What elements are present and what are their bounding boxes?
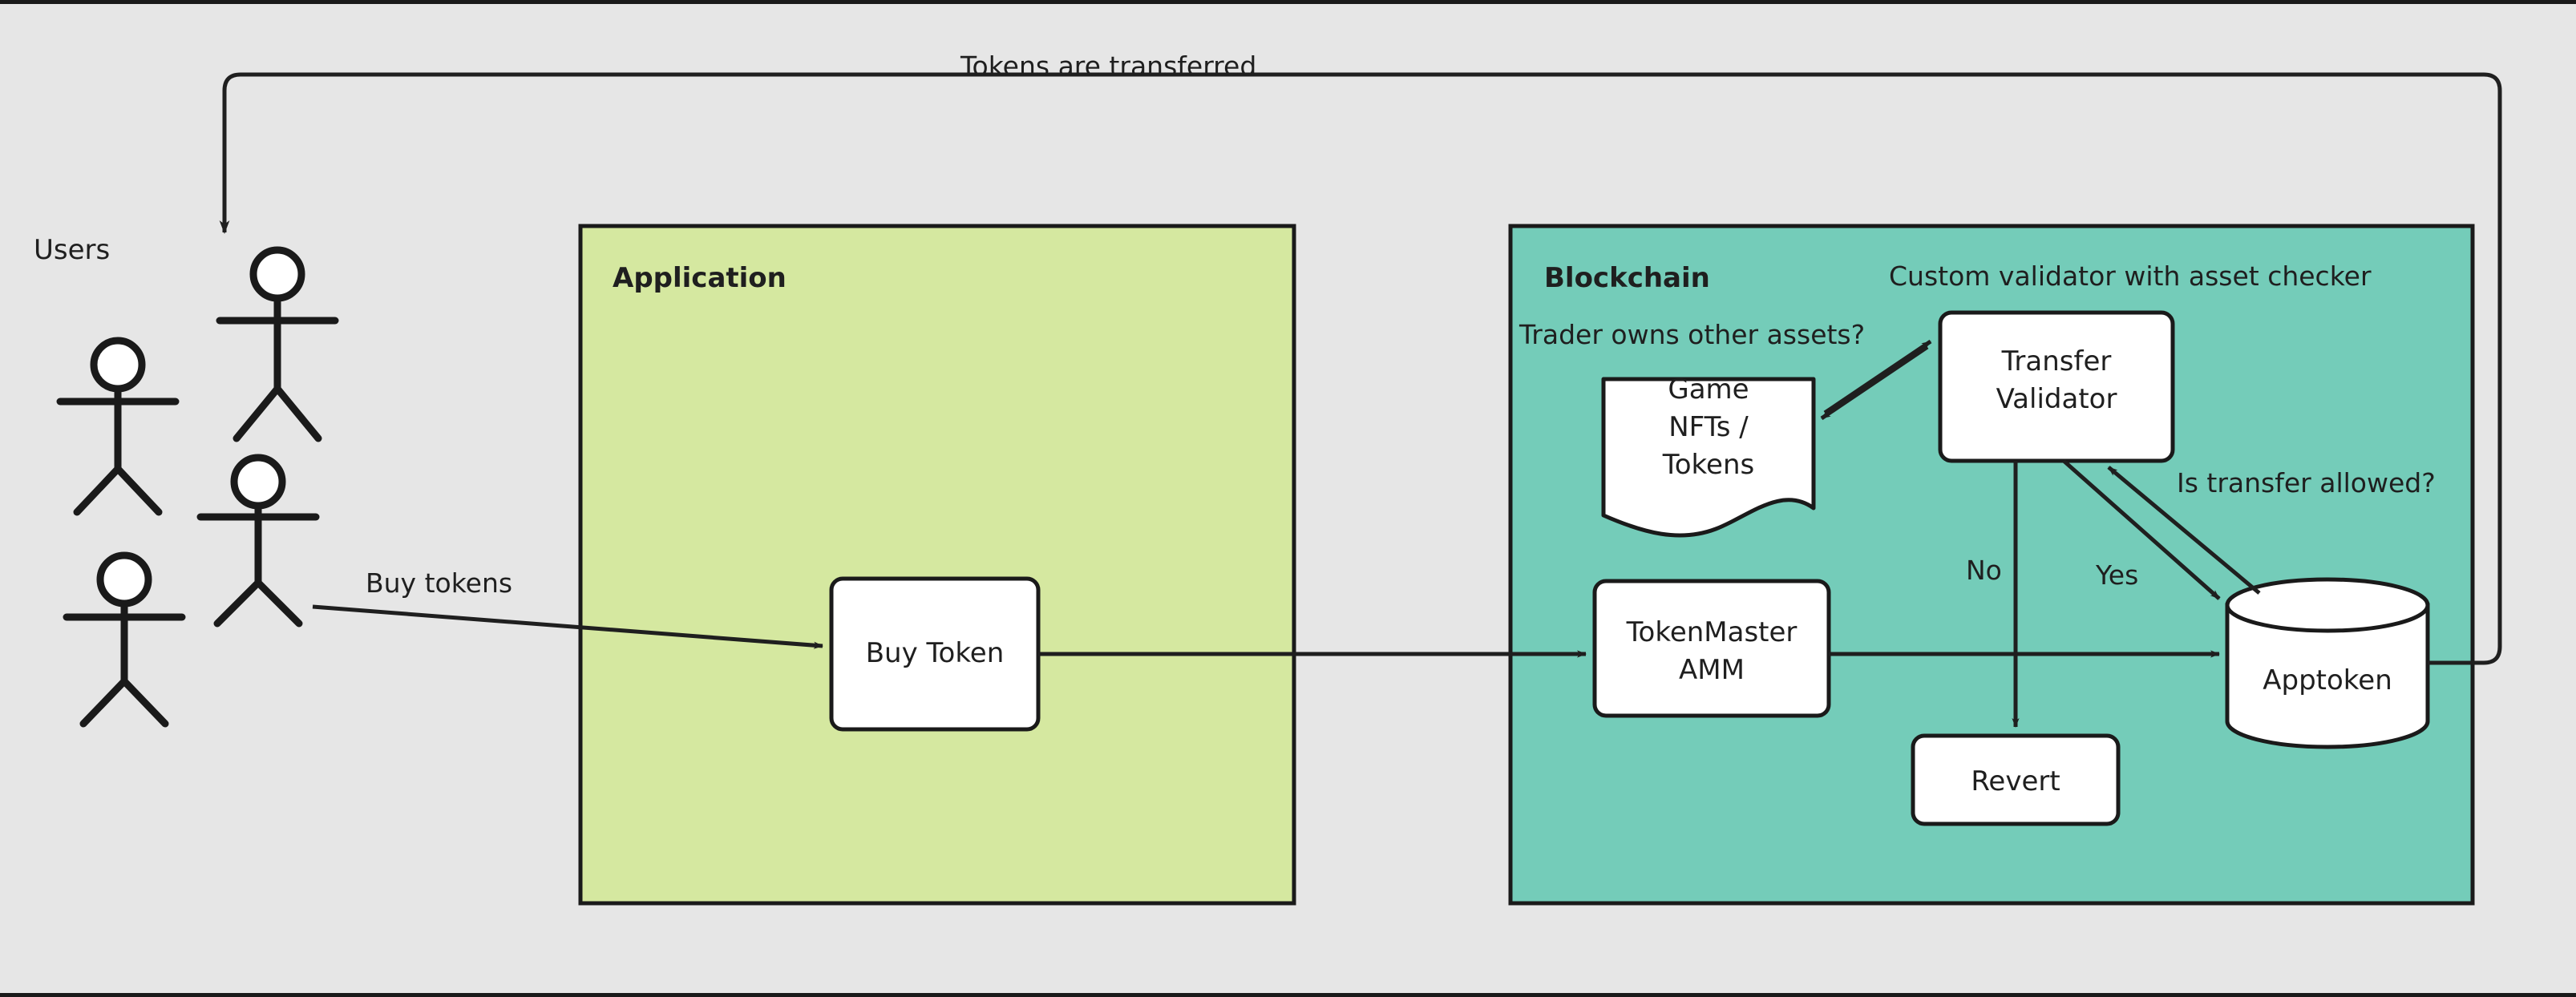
- group-title-application: Application: [613, 262, 787, 294]
- edge-tokens-are-transferred: [219, 72, 2502, 665]
- edge-label-custom-validator-with-asset-checker: Custom validator with asset checker: [1889, 260, 2372, 292]
- node-transfer-validator[interactable]: [1938, 310, 2175, 463]
- edge-yes-to-apptoken: [2062, 459, 2221, 600]
- node-revert[interactable]: [1911, 733, 2121, 826]
- actor-user-3: [196, 454, 320, 628]
- group-application: [578, 224, 1296, 906]
- edge-label-buy-tokens: Buy tokens: [366, 567, 513, 599]
- edge-assets-validator: [1820, 339, 1932, 421]
- node-label-game-nfts-tokens-line3: Tokens: [1662, 449, 1755, 481]
- actor-group-label-users: Users: [34, 234, 111, 266]
- node-label-tokenmaster-amm-line1: TokenMaster: [1626, 616, 1798, 648]
- node-label-revert: Revert: [1971, 765, 2060, 797]
- node-apptoken[interactable]: [2225, 577, 2430, 749]
- group-title-blockchain: Blockchain: [1544, 262, 1710, 294]
- node-label-transfer-validator-line1: Transfer: [2001, 345, 2112, 377]
- actor-user-4: [63, 551, 186, 728]
- edge-label-is-transfer-allowed: Is transfer allowed?: [2177, 467, 2436, 498]
- node-game-nfts-tokens[interactable]: [1601, 377, 1816, 538]
- node-label-game-nfts-tokens-line1: Game: [1668, 373, 1749, 406]
- node-label-game-nfts-tokens-line2: NFTs /: [1668, 411, 1749, 443]
- edge-label-trader-owns-other-assets: Trader owns other assets?: [1519, 319, 1866, 350]
- node-label-transfer-validator-line2: Validator: [1996, 383, 2117, 415]
- actor-user-1: [216, 246, 339, 442]
- node-label-apptoken: Apptoken: [2263, 664, 2392, 696]
- edge-label-yes: Yes: [2096, 559, 2139, 591]
- diagram-vector-layer: [56, 72, 2502, 906]
- edge-label-no: No: [1966, 555, 2002, 586]
- node-tokenmaster-amm[interactable]: [1592, 579, 1831, 718]
- edge-is-transfer-allowed: [2107, 466, 2261, 595]
- edge-label-tokens-are-transferred: Tokens are transferred: [960, 50, 1257, 82]
- actor-user-2: [56, 337, 180, 516]
- edge-buy-tokens: [312, 604, 823, 649]
- node-label-buy-token: Buy Token: [865, 637, 1005, 669]
- node-label-tokenmaster-amm-line2: AMM: [1679, 654, 1745, 686]
